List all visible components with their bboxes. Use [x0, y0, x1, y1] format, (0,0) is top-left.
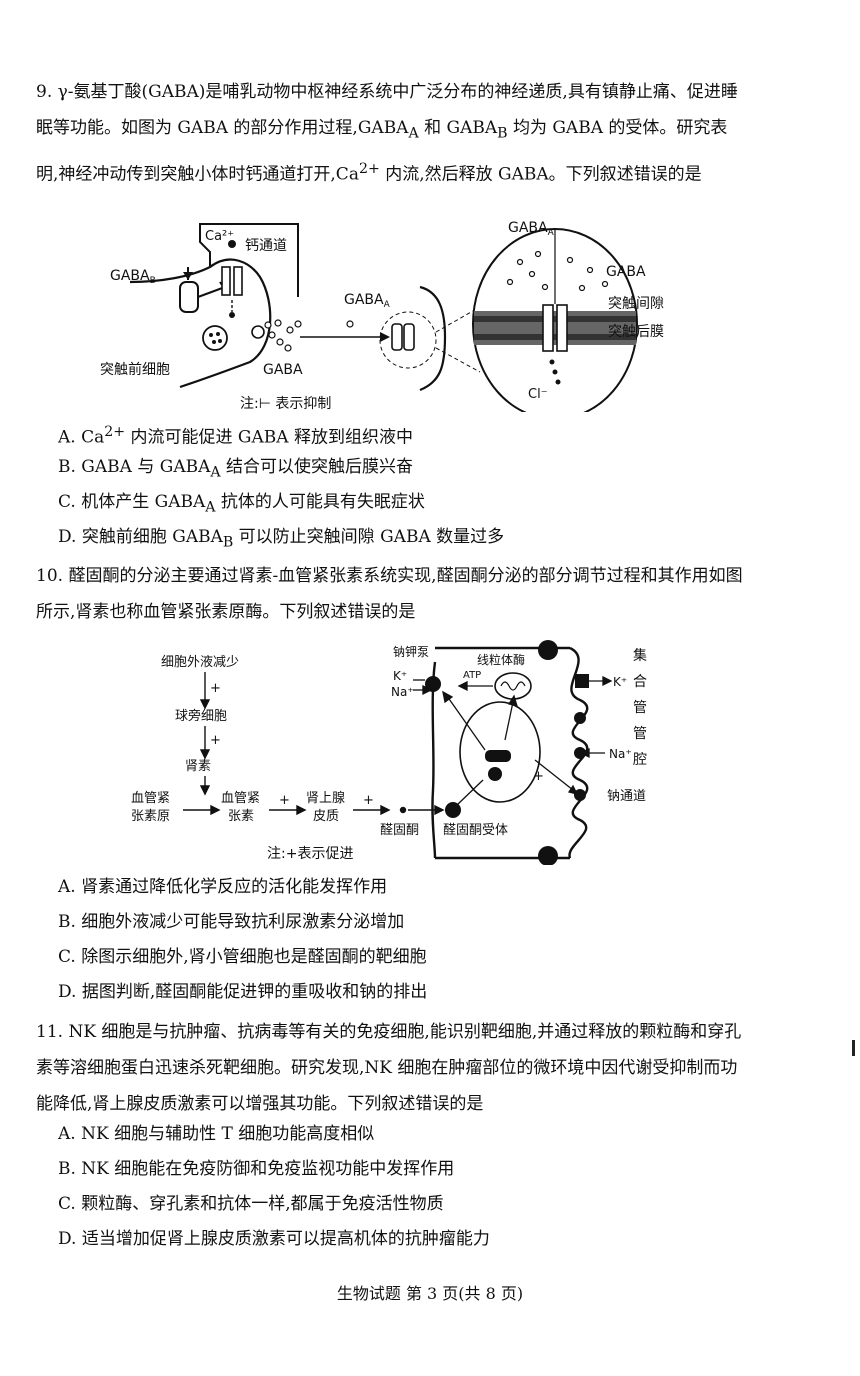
gaba-zoom-label: GABA	[606, 264, 646, 280]
gabab-label: GABAB	[110, 268, 156, 286]
q10-figure: 细胞外液减少 球旁细胞 肾素 血管紧 张素原 血管紧 张素 肾上腺 皮质 醛固酮…	[131, 640, 647, 865]
q9-option-a[interactable]: A. Ca2+ 内流可能促进 GABA 释放到组织液中	[58, 424, 413, 448]
node-renin: 肾素	[185, 759, 211, 774]
cl-label: Cl⁻	[528, 387, 548, 402]
q11-option-c[interactable]: C. 颗粒酶、穿孔素和抗体一样,都属于免疫活性物质	[58, 1194, 444, 1214]
postmem-label: 突触后膜	[608, 324, 664, 340]
q10-stem: 10. 醛固酮的分泌主要通过肾素-血管紧张素系统实现,醛固酮分泌的部分调节过程和…	[36, 566, 743, 622]
calcium-channel-icon	[233, 266, 243, 296]
atp-label: ATP	[463, 670, 481, 681]
na-label-right: Na⁺	[609, 747, 632, 761]
q11-option-a[interactable]: A. NK 细胞与辅助性 T 细胞功能高度相似	[58, 1124, 375, 1144]
plus-3: +	[279, 793, 290, 808]
svg-text:管: 管	[633, 700, 647, 716]
q10-option-b[interactable]: B. 细胞外液减少可能导致抗利尿激素分泌增加	[58, 912, 405, 932]
q11-option-d[interactable]: D. 适当增加促肾上腺皮质激素可以提高机体的抗肿瘤能力	[58, 1229, 490, 1249]
na-label-left: Na⁺	[391, 685, 414, 699]
node-extracellular: 细胞外液减少	[161, 655, 239, 670]
node-adrenal-1: 肾上腺	[306, 791, 345, 806]
q9-option-b[interactable]: B. GABA 与 GABAA 结合可以使突触后膜兴奋	[58, 457, 414, 481]
vesicle-icon	[202, 325, 228, 351]
presyn-label: 突触前细胞	[100, 361, 170, 378]
q10-option-a[interactable]: A. 肾素通过降低化学反应的活化能发挥作用	[58, 877, 388, 897]
node-adrenal-2: 皮质	[313, 809, 339, 824]
q10-option-d[interactable]: D. 据图判断,醛固酮能促进钾的重吸收和钠的排出	[58, 982, 428, 1002]
edge-mark	[852, 1040, 855, 1056]
node-angiotensinogen-2: 张素原	[131, 809, 170, 824]
q9-figure: Ca²⁺ 钙通道 GABAB GABAA GABA 突触前细胞 GABAA GA…	[100, 220, 664, 412]
q10-option-c[interactable]: C. 除图示细胞外,肾小管细胞也是醛固酮的靶细胞	[58, 947, 427, 967]
pump-label: 钠钾泵	[393, 644, 429, 659]
node-aldosterone: 醛固酮	[380, 822, 419, 838]
plus-2: +	[210, 733, 221, 748]
feedback-line	[199, 223, 299, 297]
mitochondria-icon	[494, 672, 532, 700]
q9-option-d[interactable]: D. 突触前细胞 GABAB 可以防止突触间隙 GABA 数量过多	[58, 527, 505, 551]
plus-1: +	[210, 681, 221, 696]
node-angiotensinogen-1: 血管紧	[131, 791, 170, 806]
duct-label: 集 合 管 管 腔	[633, 647, 647, 768]
na-channel-icon-2	[574, 789, 586, 801]
q9-stem: 9. γ-氨基丁酸(GABA)是哺乳动物中枢神经系统中广泛分布的神经递质,具有镇…	[36, 82, 738, 186]
node-angiotensin-2: 张素	[228, 809, 254, 824]
gabaa-top-label: GABAA	[508, 220, 555, 238]
k-label-right: K⁺	[613, 675, 627, 689]
cell-membrane-left	[431, 661, 437, 859]
q10-note: 注:+表示促进	[267, 846, 353, 862]
svg-text:合: 合	[633, 674, 647, 690]
gabaa-mid-label: GABAA	[344, 292, 391, 310]
node-angiotensin-1: 血管紧	[221, 791, 260, 806]
gabab-receptor-icon	[179, 281, 199, 313]
page-footer: 生物试题 第 3 页(共 8 页)	[336, 1284, 524, 1303]
q11-option-b[interactable]: B. NK 细胞能在免疫防御和免疫监视功能中发挥作用	[58, 1159, 455, 1179]
node-juxtaglomerular: 球旁细胞	[175, 708, 227, 724]
ca-label: Ca²⁺	[205, 229, 234, 244]
cleft-label: 突触间隙	[608, 296, 664, 312]
na-channel-label: 钠通道	[607, 789, 646, 804]
gabaa-receptor-icon	[391, 323, 403, 351]
k-channel-icon	[575, 674, 589, 688]
q11-stem: 11. NK 细胞是与抗肿瘤、抗病毒等有关的免疫细胞,能识别靶细胞,并通过释放的…	[36, 1022, 742, 1114]
plus-4: +	[363, 793, 374, 808]
node-aldosterone-receptor: 醛固酮受体	[443, 822, 508, 838]
q9-option-c[interactable]: C. 机体产生 GABAA 抗体的人可能具有失眠症状	[58, 492, 425, 516]
svg-text:腔: 腔	[633, 752, 647, 768]
receptor-icon	[445, 802, 461, 818]
mito-label: 线粒体酶	[477, 652, 525, 667]
channel-label: 钙通道	[245, 238, 287, 254]
svg-text:集: 集	[633, 647, 647, 664]
postsynaptic-membrane	[419, 285, 447, 392]
q9-note: 注:⊢ 表示抑制	[240, 396, 331, 412]
calcium-ion-icon	[228, 240, 236, 248]
plus-6: +	[533, 769, 544, 784]
k-label-left: K⁺	[393, 669, 407, 683]
pump-icon	[425, 676, 441, 692]
gaba-release-label: GABA	[263, 362, 303, 378]
svg-text:管: 管	[633, 726, 647, 742]
